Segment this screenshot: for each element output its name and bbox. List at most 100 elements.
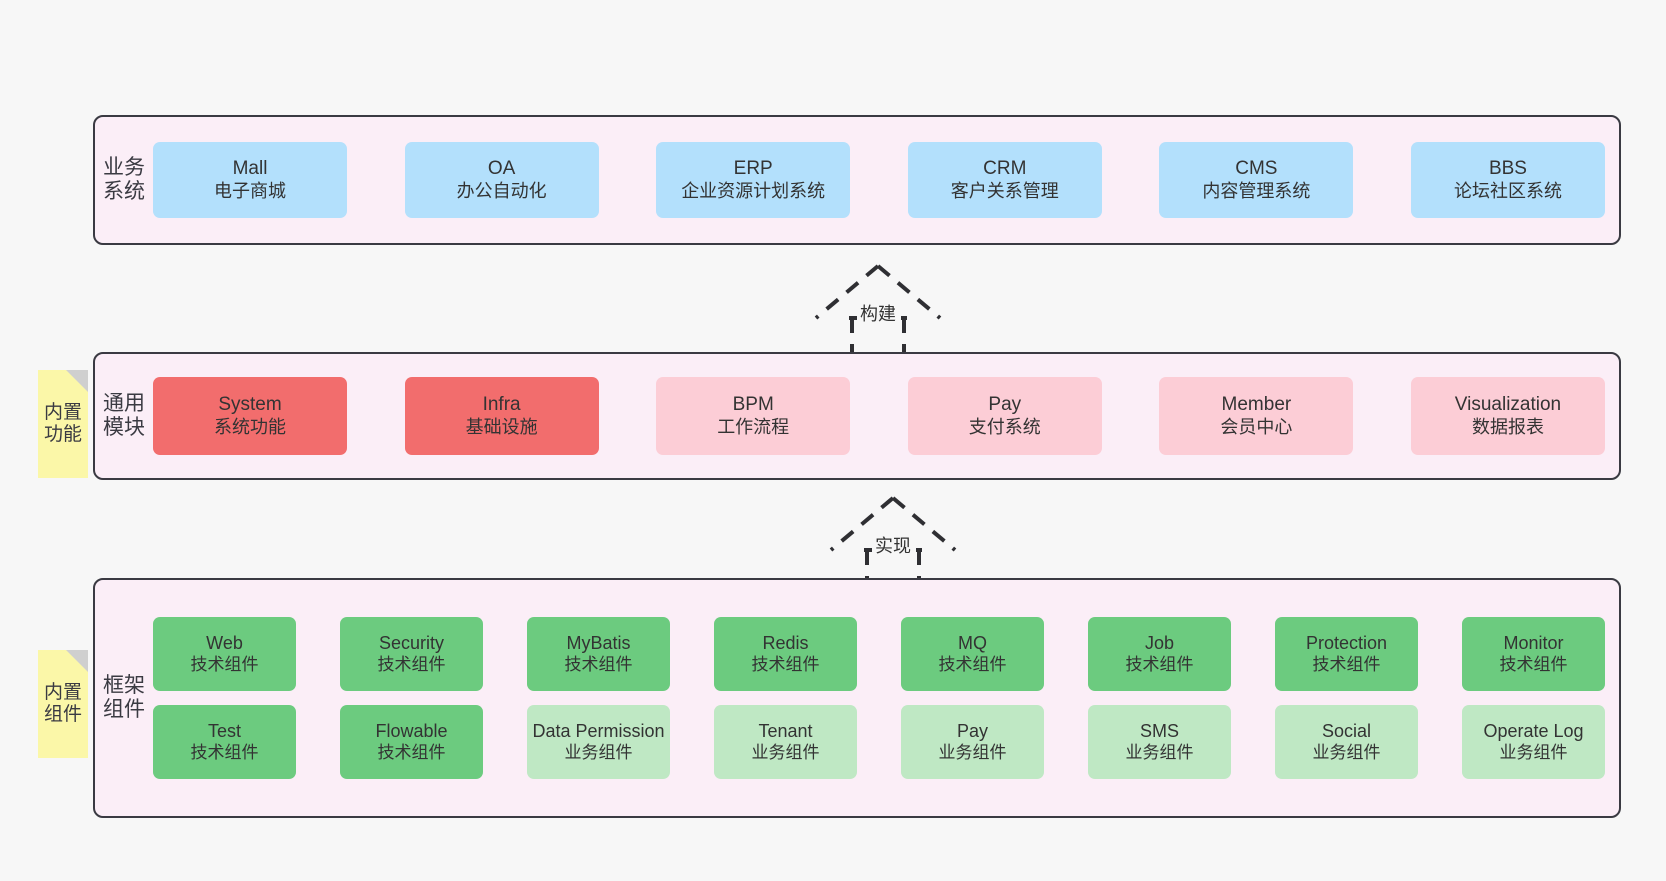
node-title: Protection: [1305, 632, 1388, 653]
sticky-label: 内置功能: [43, 402, 82, 445]
node-subtitle: 数据报表: [1471, 416, 1544, 437]
node-bbs[interactable]: BBS 论坛社区系统: [1410, 142, 1605, 218]
node-mall[interactable]: Mall 电子商城: [153, 142, 347, 218]
sticky-note-builtin-function: 内置功能: [38, 370, 88, 478]
node-crm[interactable]: CRM 客户关系管理: [907, 142, 1102, 218]
framework-layer-label: 框架组件: [103, 674, 145, 721]
business-layer-body: Mall 电子商城 OA 办公自动化 ERP 企业资源计划系统 CRM 客户关系…: [149, 117, 1619, 243]
node-title: System: [218, 394, 282, 416]
node-subtitle: 客户关系管理: [950, 180, 1059, 201]
node-sms[interactable]: SMS 业务组件: [1088, 705, 1231, 779]
node-subtitle: 企业资源计划系统: [681, 180, 826, 201]
node-visualization[interactable]: Visualization 数据报表: [1410, 377, 1605, 455]
node-subtitle: 办公自动化: [456, 180, 547, 201]
node-subtitle: 业务组件: [1125, 742, 1194, 762]
node-operate-log[interactable]: Operate Log 业务组件: [1462, 705, 1605, 779]
node-subtitle: 技术组件: [1312, 654, 1381, 674]
node-subtitle: 业务组件: [938, 742, 1007, 762]
node-title: OA: [487, 158, 516, 180]
node-subtitle: 内容管理系统: [1202, 180, 1311, 201]
node-data-permission[interactable]: Data Permission 业务组件: [527, 705, 670, 779]
connector-build: 构建: [803, 262, 953, 358]
node-subtitle: 工作流程: [717, 416, 790, 437]
framework-layer-body: Web 技术组件 Security 技术组件 MyBatis 技术组件 Redi…: [149, 580, 1619, 816]
sticky-fold-corner-icon: [66, 370, 88, 392]
node-subtitle: 技术组件: [564, 654, 633, 674]
node-cms[interactable]: CMS 内容管理系统: [1159, 142, 1354, 218]
node-title: CRM: [983, 158, 1027, 180]
node-title: MQ: [958, 632, 987, 653]
sticky-fold-corner-icon: [66, 650, 88, 672]
node-subtitle: 技术组件: [1125, 654, 1194, 674]
sticky-label: 内置组件: [43, 682, 82, 725]
node-subtitle: 论坛社区系统: [1453, 180, 1562, 201]
connector-build-label: 构建: [857, 300, 899, 326]
node-job[interactable]: Job 技术组件: [1088, 617, 1231, 691]
node-mybatis[interactable]: MyBatis 技术组件: [527, 617, 670, 691]
node-pay-component[interactable]: Pay 业务组件: [901, 705, 1044, 779]
node-erp[interactable]: ERP 企业资源计划系统: [656, 142, 851, 218]
sticky-note-builtin-component: 内置组件: [38, 650, 88, 758]
module-layer-body: System 系统功能 Infra 基础设施 BPM 工作流程 Pay 支付系统…: [149, 354, 1619, 478]
business-system-layer: 业务系统 Mall 电子商城 OA 办公自动化 ERP 企业资源计划系统 CRM…: [93, 115, 1621, 245]
node-social[interactable]: Social 业务组件: [1275, 705, 1418, 779]
node-title: Security: [378, 632, 445, 653]
node-subtitle: 电子商城: [214, 180, 286, 201]
node-test[interactable]: Test 技术组件: [153, 705, 296, 779]
node-subtitle: 支付系统: [968, 416, 1041, 437]
node-title: Web: [206, 632, 243, 653]
node-protection[interactable]: Protection 技术组件: [1275, 617, 1418, 691]
node-tenant[interactable]: Tenant 业务组件: [714, 705, 857, 779]
node-title: ERP: [733, 158, 773, 180]
node-subtitle: 技术组件: [377, 654, 446, 674]
node-web[interactable]: Web 技术组件: [153, 617, 296, 691]
node-subtitle: 会员中心: [1220, 416, 1293, 437]
node-oa[interactable]: OA 办公自动化: [404, 142, 599, 218]
node-subtitle: 业务组件: [751, 742, 820, 762]
node-system[interactable]: System 系统功能: [153, 377, 347, 455]
node-title: Mall: [232, 158, 268, 180]
node-title: BBS: [1488, 158, 1527, 180]
node-member[interactable]: Member 会员中心: [1159, 377, 1354, 455]
node-title: Data Permission: [532, 720, 665, 741]
framework-component-layer: 框架组件 Web 技术组件 Security 技术组件 MyBatis 技术组件…: [93, 578, 1621, 818]
node-subtitle: 系统功能: [214, 416, 286, 437]
node-title: Social: [1321, 720, 1372, 741]
node-monitor[interactable]: Monitor 技术组件: [1462, 617, 1605, 691]
node-subtitle: 技术组件: [751, 654, 820, 674]
node-title: Operate Log: [1483, 720, 1584, 741]
connector-implement: 实现: [818, 494, 968, 590]
node-title: Infra: [482, 394, 521, 416]
node-title: Visualization: [1454, 394, 1562, 416]
node-subtitle: 业务组件: [1312, 742, 1381, 762]
node-title: Monitor: [1503, 632, 1564, 653]
node-title: Member: [1221, 394, 1292, 416]
business-layer-label: 业务系统: [103, 156, 145, 203]
framework-row-1: Web 技术组件 Security 技术组件 MyBatis 技术组件 Redi…: [153, 617, 1605, 691]
node-redis[interactable]: Redis 技术组件: [714, 617, 857, 691]
node-title: Pay: [956, 720, 989, 741]
framework-row-2: Test 技术组件 Flowable 技术组件 Data Permission …: [153, 705, 1605, 779]
node-flowable[interactable]: Flowable 技术组件: [340, 705, 483, 779]
node-title: MyBatis: [566, 632, 631, 653]
node-subtitle: 技术组件: [938, 654, 1007, 674]
node-subtitle: 技术组件: [1499, 654, 1568, 674]
node-title: Redis: [762, 632, 809, 653]
node-title: SMS: [1139, 720, 1179, 741]
node-security[interactable]: Security 技术组件: [340, 617, 483, 691]
node-subtitle: 业务组件: [1499, 742, 1568, 762]
node-title: Flowable: [375, 720, 448, 741]
node-infra[interactable]: Infra 基础设施: [404, 377, 599, 455]
node-title: Job: [1144, 632, 1175, 653]
node-mq[interactable]: MQ 技术组件: [901, 617, 1044, 691]
connector-implement-label: 实现: [872, 532, 914, 558]
node-pay-module[interactable]: Pay 支付系统: [907, 377, 1102, 455]
node-subtitle: 技术组件: [190, 742, 259, 762]
node-bpm[interactable]: BPM 工作流程: [656, 377, 851, 455]
node-subtitle: 技术组件: [377, 742, 446, 762]
node-title: Test: [207, 720, 241, 741]
node-title: Pay: [988, 394, 1022, 416]
node-subtitle: 技术组件: [190, 654, 259, 674]
node-title: BPM: [732, 394, 774, 416]
